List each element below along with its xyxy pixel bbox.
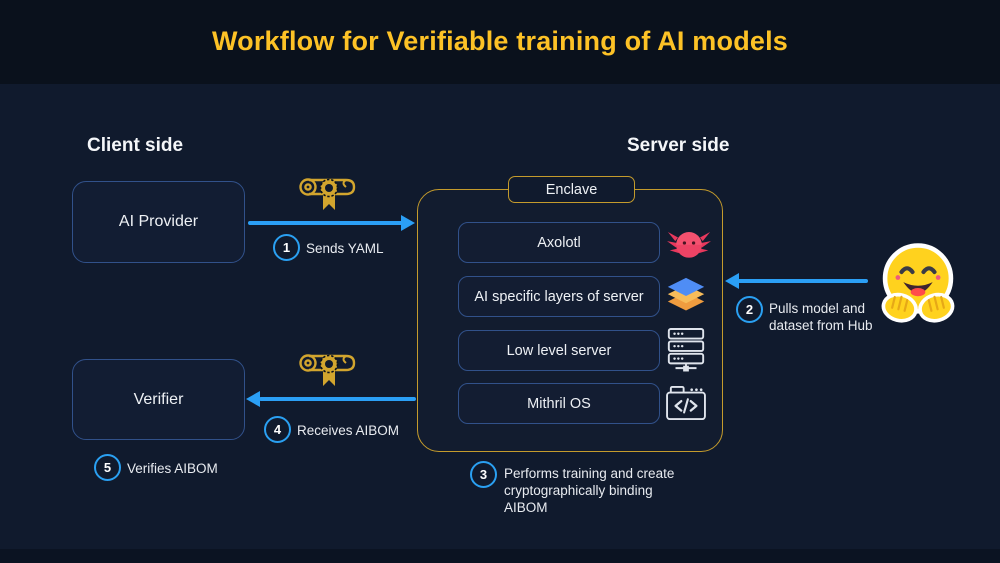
step-3-number: 3 <box>479 467 488 482</box>
step-4-badge: 4 <box>264 416 291 443</box>
arrow-pulls-model <box>737 279 868 283</box>
step-4-label: Receives AIBOM <box>297 423 400 438</box>
hugging-face-icon <box>881 243 955 323</box>
enclave-tab: Enclave <box>508 176 635 203</box>
component-ai-layers-label: AI specific layers of server <box>474 288 644 305</box>
step-1-number: 1 <box>282 240 291 255</box>
enclave-tab-label: Enclave <box>545 181 598 198</box>
client-side-label: Client side <box>87 135 184 156</box>
step-2-label: Pulls model and dataset from Hub <box>769 301 873 333</box>
ai-provider-node: AI Provider <box>72 181 245 263</box>
component-mithril-os: Mithril OS <box>458 383 660 424</box>
certificate-icon <box>299 354 356 386</box>
verifier-label: Verifier <box>133 390 184 408</box>
certificate-icon <box>299 178 356 210</box>
arrow-sends-yaml-head <box>401 215 415 231</box>
step-2-badge: 2 <box>736 296 763 323</box>
layers-icon <box>667 277 705 311</box>
step-4-number: 4 <box>273 422 282 437</box>
step-5-badge: 5 <box>94 454 121 481</box>
arrow-sends-yaml <box>248 221 404 225</box>
header-band <box>0 0 1000 84</box>
step-3-badge: 3 <box>470 461 497 488</box>
server-side-label: Server side <box>627 135 730 156</box>
step-3-label: Performs training and create cryptograph… <box>504 466 675 515</box>
code-window-icon <box>666 385 706 421</box>
arrow-receives-aibom <box>259 397 416 401</box>
component-mithril-os-label: Mithril OS <box>527 395 591 412</box>
server-rack-icon <box>667 328 705 372</box>
verifier-node: Verifier <box>72 359 245 440</box>
arrow-receives-aibom-head <box>246 391 260 407</box>
page-title: Workflow for Verifiable training of AI m… <box>211 26 789 56</box>
component-axolotl: Axolotl <box>458 222 660 263</box>
component-axolotl-label: Axolotl <box>537 234 581 251</box>
component-ai-layers: AI specific layers of server <box>458 276 660 317</box>
step-5-number: 5 <box>103 460 112 475</box>
arrow-pulls-model-head <box>725 273 739 289</box>
component-low-level-server: Low level server <box>458 330 660 371</box>
footer-band <box>0 549 1000 563</box>
step-1-badge: 1 <box>273 234 300 261</box>
step-1-label: Sends YAML <box>306 241 384 256</box>
axolotl-icon <box>667 232 711 258</box>
step-5-label: Verifies AIBOM <box>127 461 218 476</box>
ai-provider-label: AI Provider <box>118 213 199 230</box>
step-2-number: 2 <box>745 302 754 317</box>
component-low-level-server-label: Low level server <box>506 342 612 359</box>
